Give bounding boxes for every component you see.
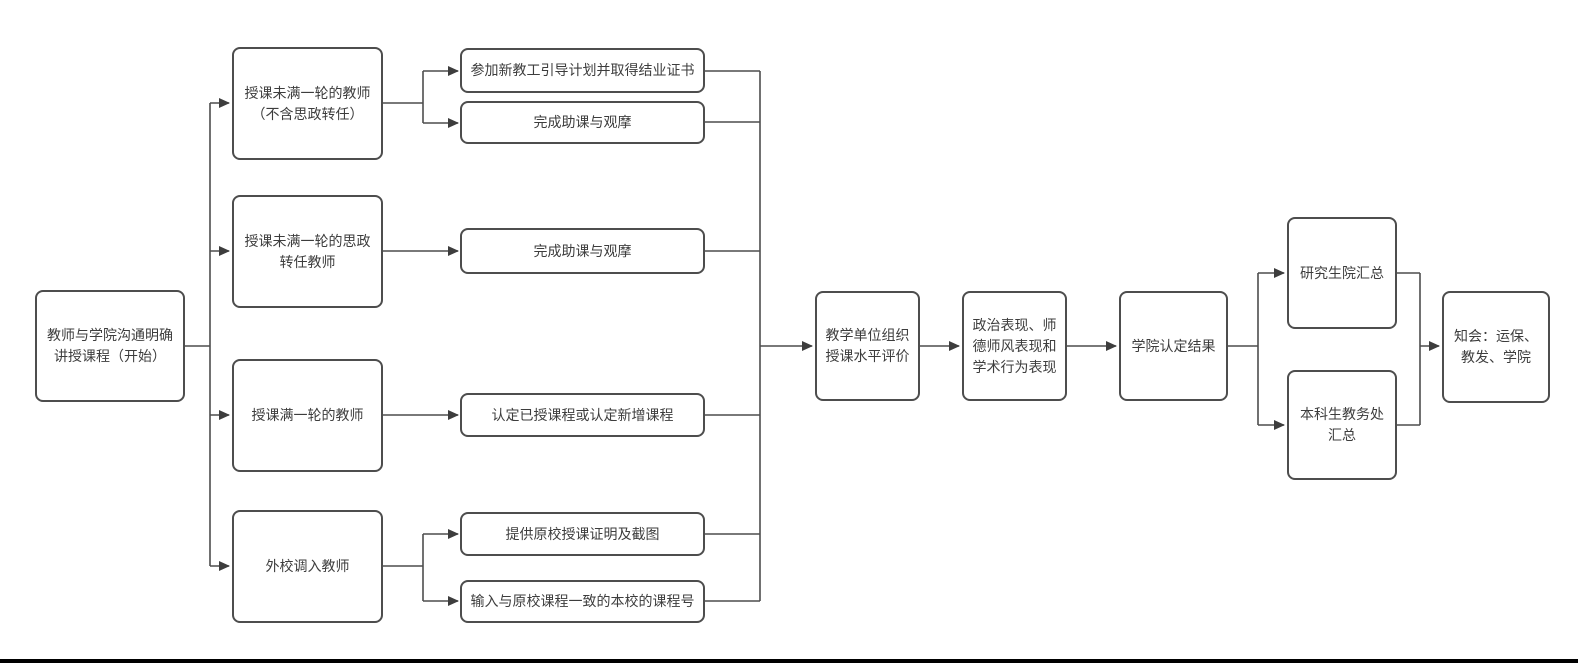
node-undergrad-office: 本科生教务处汇总 [1287,370,1397,480]
node-grad-school: 研究生院汇总 [1287,217,1397,329]
node-notify-label: 知会：运保、教发、学院 [1454,328,1538,365]
node-new-teacher-label: 授课未满一轮的教师（不含思政转任） [244,84,371,122]
node-req-proof: 提供原校授课证明及截图 [460,512,705,556]
node-college-result-label: 学院认定结果 [1131,337,1216,354]
node-external-teacher: 外校调入教师 [232,510,383,623]
node-req-course-id: 输入与原校课程一致的本校的课程号 [460,580,705,623]
node-start: 教师与学院沟通明确讲授课程（开始） [35,290,185,402]
node-req-assist-2-label: 完成助课与观摩 [533,242,632,259]
node-sizheng-teacher-label: 授课未满一轮的思政转任教师 [244,232,371,270]
node-req-assist-2: 完成助课与观摩 [460,228,705,274]
node-req-cert-label: 参加新教工引导计划并取得结业证书 [470,62,695,78]
node-undergrad-office-label: 本科生教务处汇总 [1300,406,1384,443]
node-req-course-id-label: 输入与原校课程一致的本校的课程号 [470,593,695,609]
node-college-result: 学院认定结果 [1119,291,1228,401]
node-req-assist-1: 完成助课与观摩 [460,101,705,144]
node-conduct-review-label: 政治表现、师德师风表现和学术行为表现 [972,316,1057,375]
node-conduct-review: 政治表现、师德师风表现和学术行为表现 [962,291,1067,401]
node-grad-school-label: 研究生院汇总 [1300,264,1384,281]
node-full-round-teacher-label: 授课满一轮的教师 [251,407,364,423]
node-external-teacher-label: 外校调入教师 [265,558,350,574]
node-full-round-teacher: 授课满一轮的教师 [232,359,383,472]
screen-bottom-border [0,659,1578,663]
node-start-label: 教师与学院沟通明确讲授课程（开始） [47,327,173,364]
node-req-assist-1-label: 完成助课与观摩 [533,114,632,130]
node-new-teacher: 授课未满一轮的教师（不含思政转任） [232,47,383,160]
node-req-cert: 参加新教工引导计划并取得结业证书 [460,48,705,93]
node-req-recognize-label: 认定已授课程或认定新增课程 [491,406,674,423]
node-notify: 知会：运保、教发、学院 [1442,291,1550,403]
node-req-recognize: 认定已授课程或认定新增课程 [460,393,705,437]
node-unit-eval-label: 教学单位组织授课水平评价 [825,327,910,364]
node-sizheng-teacher: 授课未满一轮的思政转任教师 [232,195,383,308]
node-req-proof-label: 提供原校授课证明及截图 [505,525,660,542]
node-unit-eval: 教学单位组织授课水平评价 [815,291,920,401]
